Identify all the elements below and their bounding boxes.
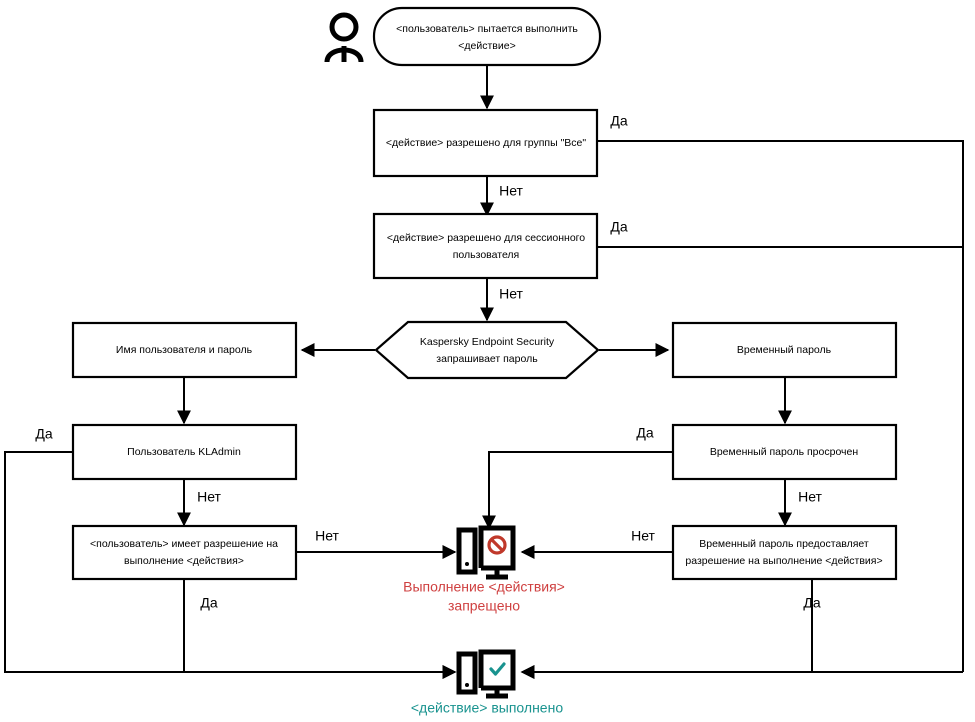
person-icon <box>324 12 364 63</box>
node-temp-password-grants[interactable]: Временный пароль предоставляет разрешени… <box>671 524 898 581</box>
monitor-blocked-icon <box>456 525 516 580</box>
node-username-password[interactable]: Имя пользователя и пароль <box>71 321 298 379</box>
node-user-has-permission[interactable]: <пользователь> имеет разрешение на выпол… <box>71 524 298 581</box>
node-temp-password-grants-line1: Временный пароль предоставляет <box>699 538 869 550</box>
node-allowed-for-session-user-line1: <действие> разрешено для сессионного <box>387 232 585 244</box>
node-temp-password[interactable]: Временный пароль <box>671 321 898 379</box>
edge-label-session-no: Нет <box>499 286 523 302</box>
node-temp-password-label: Временный пароль <box>737 344 832 356</box>
edge-label-kladmin-yes: Да <box>35 426 52 442</box>
node-start-line1: <пользователь> пытается выполнить <box>396 23 578 35</box>
node-temp-password-grants-line2: разрешение на выполнение <действия> <box>685 555 882 567</box>
edge-label-permission-no: Нет <box>315 528 339 544</box>
edge-everyone-yes <box>597 140 964 672</box>
edge-label-grants-yes: Да <box>803 595 820 611</box>
edge-label-everyone-yes: Да <box>610 113 627 129</box>
edge-label-everyone-no: Нет <box>499 183 523 199</box>
node-kladmin-user-label: Пользователь KLAdmin <box>127 446 241 458</box>
node-kes-requests-password-line2: запрашивает пароль <box>436 353 538 365</box>
node-kladmin-user[interactable]: Пользователь KLAdmin <box>71 423 298 481</box>
node-allowed-for-session-user-line2: пользователя <box>453 249 520 261</box>
denied-label-line2: запрещено <box>448 598 520 614</box>
node-temp-password-expired-label: Временный пароль просрочен <box>710 446 859 458</box>
node-temp-password-expired[interactable]: Временный пароль просрочен <box>671 423 898 481</box>
edge-label-permission-yes: Да <box>200 595 217 611</box>
edge-expired-yes <box>482 451 672 530</box>
edge-label-session-yes: Да <box>610 219 627 235</box>
node-kes-requests-password-line1: Kaspersky Endpoint Security <box>420 336 555 348</box>
node-kes-requests-password[interactable]: Kaspersky Endpoint Security запрашивает … <box>374 320 600 380</box>
denied-label-line1: Выполнение <действия> <box>403 579 565 595</box>
node-allowed-for-everyone-label: <действие> разрешено для группы "Все" <box>386 137 587 149</box>
node-allowed-for-session-user[interactable]: <действие> разрешено для сессионного пол… <box>372 212 599 280</box>
node-user-has-permission-line2: выполнение <действия> <box>124 555 244 567</box>
node-start[interactable]: <пользователь> пытается выполнить <дейст… <box>372 6 602 67</box>
edge-permission-yes <box>183 579 457 679</box>
edge-label-grants-no: Нет <box>631 528 655 544</box>
edge-grants-yes <box>520 579 813 679</box>
edge-label-expired-yes: Да <box>636 425 653 441</box>
edge-label-expired-no: Нет <box>798 489 822 505</box>
performed-label: <действие> выполнено <box>411 700 563 716</box>
edge-label-kladmin-no: Нет <box>197 489 221 505</box>
node-user-has-permission-line1: <пользователь> имеет разрешение на <box>90 538 278 550</box>
monitor-check-icon <box>456 649 516 699</box>
node-allowed-for-everyone[interactable]: <действие> разрешено для группы "Все" <box>372 108 599 178</box>
node-username-password-label: Имя пользователя и пароль <box>116 344 253 356</box>
node-start-line2: <действие> <box>458 40 515 52</box>
